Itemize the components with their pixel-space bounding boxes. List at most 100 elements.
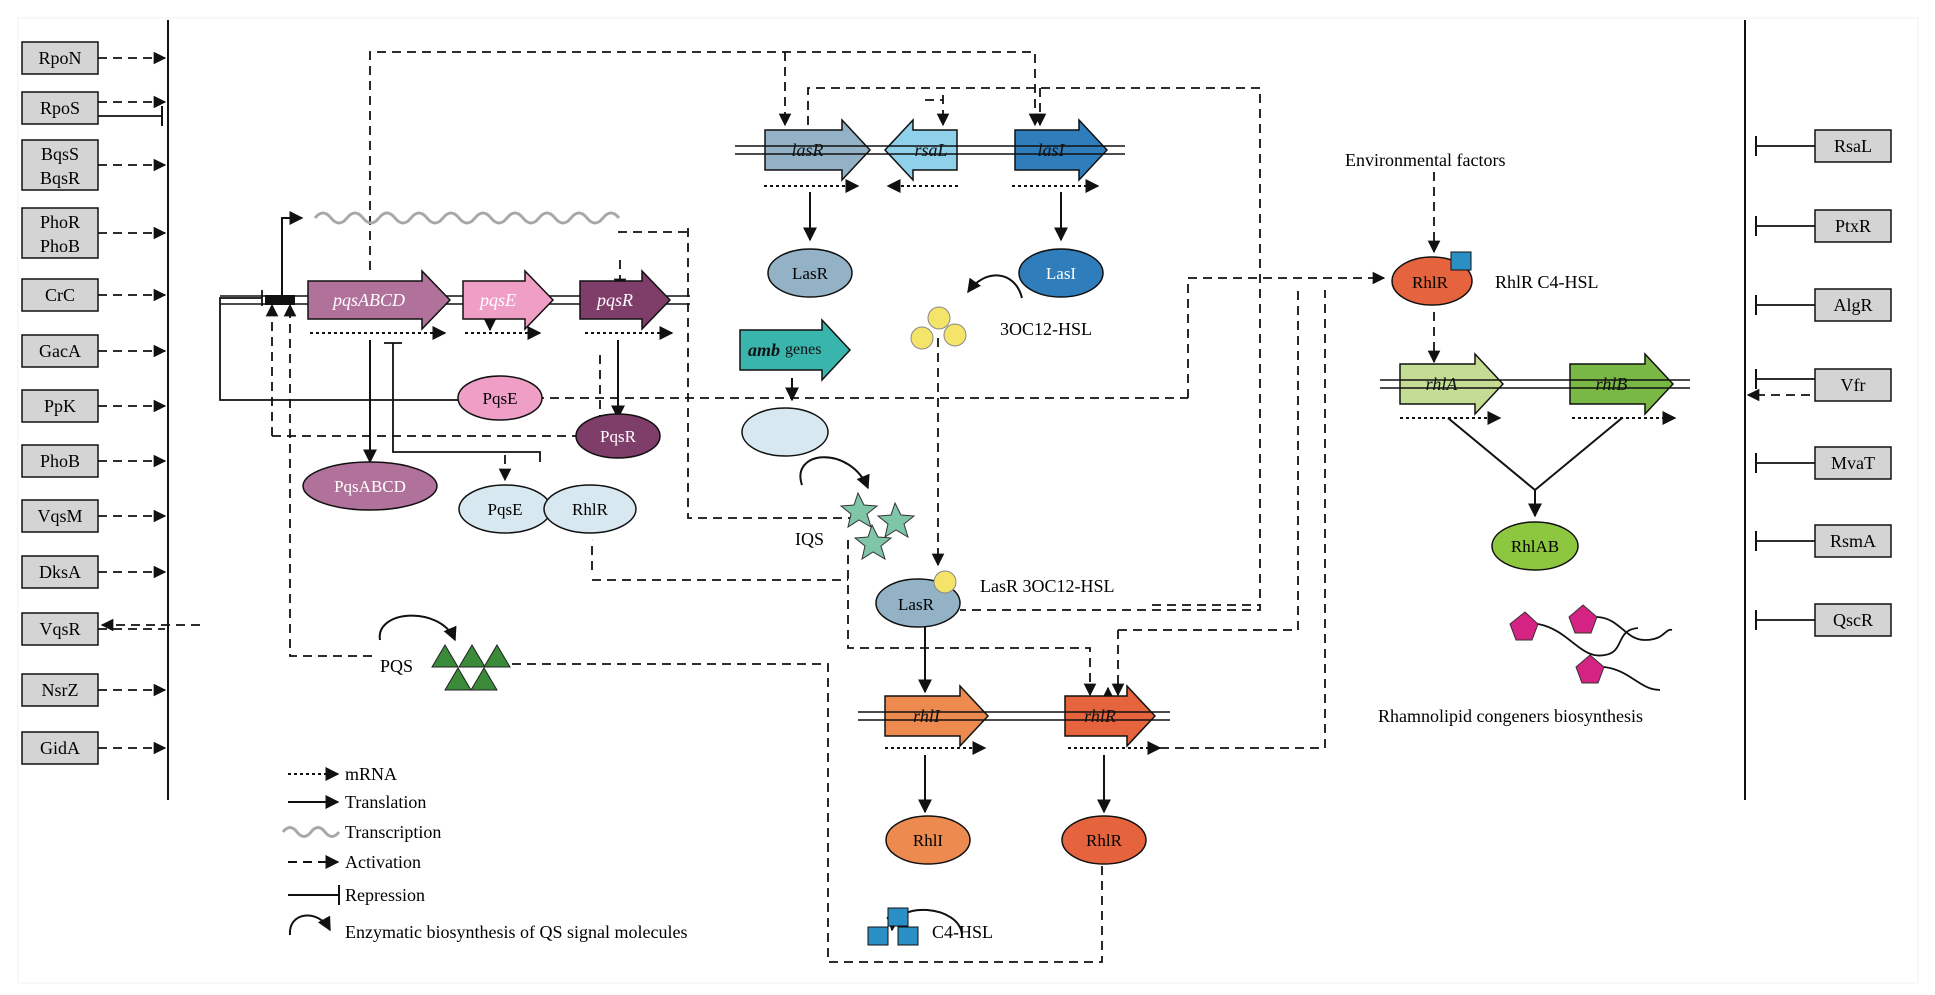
transcription-wave [313, 211, 621, 225]
pqs-triangle [444, 667, 472, 691]
legend-mrna-label: mRNA [345, 764, 397, 784]
rhlab-protein-label: RhlAB [1511, 537, 1559, 556]
enzymatic-arrow-iqs [799, 456, 870, 490]
right-regulator-label: RsmA [1830, 531, 1876, 551]
lasr-protein [767, 248, 853, 298]
gene-rhlI: rhlI [884, 684, 990, 748]
c4hsl-square [897, 926, 919, 946]
mrna-arrows [310, 179, 1677, 755]
amb-product [741, 407, 829, 457]
gene-rhlB: rhlB [1569, 352, 1675, 416]
left-regulator-label: RpoN [38, 48, 81, 68]
pqs-triangle [470, 667, 498, 691]
rhlr-complex-label: RhlR [572, 500, 609, 519]
gene-label-pqsR: pqsR [595, 290, 633, 310]
gene-pqsE: pqsE [462, 269, 555, 331]
pqs-triangle [483, 644, 511, 668]
rhlr-protein [1061, 815, 1147, 865]
rhamnolipid-pentagon [1575, 654, 1605, 684]
left-regulator-3: PhoR PhoB [21, 207, 167, 259]
iqs-star [853, 523, 893, 561]
left-regulator-label: GidA [40, 738, 80, 758]
right-regulator-1: PtxR [1755, 209, 1892, 243]
pqsabcd-protein [302, 461, 438, 511]
gene-rhlA: rhlA [1399, 352, 1505, 416]
gene-label-lasI: lasI [1038, 140, 1066, 160]
left-regulator-4: CrC [21, 278, 167, 312]
rhlab-protein [1491, 521, 1579, 571]
lasi-protein [1018, 248, 1104, 298]
legend-translation-label: Translation [345, 792, 426, 812]
gene-label-rsaL: rsaL [914, 140, 947, 160]
left-regulator-label: BqsS [41, 144, 79, 164]
iqs-label: IQS [795, 529, 824, 549]
right-regulator-6: QscR [1755, 603, 1892, 637]
right-regulator-label: AlgR [1833, 295, 1872, 315]
left-regulator-label: CrC [45, 285, 75, 305]
right-regulator-label: Vfr [1841, 375, 1866, 395]
pqsr-protein-label: PqsR [600, 427, 637, 446]
pqs-triangle [458, 644, 486, 668]
pqsabcd-protein-label: PqsABCD [334, 477, 406, 496]
pqse-protein-label: PqsE [483, 389, 518, 408]
repression-network [219, 290, 541, 462]
rhlr-complex [543, 484, 637, 534]
lasi-protein-label: LasI [1046, 264, 1077, 283]
left-regulator-label: RpoS [40, 98, 80, 118]
left-regulator-6: PpK [21, 389, 167, 423]
c4hsl-label: C4-HSL [932, 922, 993, 942]
legend-enzymatic-symbol [288, 914, 331, 936]
left-regulator-label: VqsR [39, 619, 80, 639]
left-regulator-label: PhoB [40, 236, 80, 256]
left-regulator-label: GacA [39, 341, 81, 361]
signal-molecules: 3OC12-HSL IQS PQS C4-HSL LasR 3OC12-HSL … [378, 150, 1673, 946]
pqse-protein [457, 375, 543, 421]
gene-lasI: lasI [1014, 118, 1109, 182]
gene-suffix-amb: genes [785, 341, 821, 358]
iqs-star [839, 491, 879, 529]
left-regulator-10: VqsR [21, 612, 165, 646]
left-regulator-8: VqsM [21, 499, 167, 533]
left-regulator-9: DksA [21, 555, 167, 589]
left-regulator-label: PhoB [40, 451, 80, 471]
rhlr-protein-label: RhlR [1086, 831, 1123, 850]
c4hsl-bound [1450, 251, 1472, 271]
3oc12-molecule [910, 326, 934, 350]
c4hsl-square [867, 926, 889, 946]
right-regulator-label: RsaL [1834, 136, 1872, 156]
iqs-star [876, 501, 916, 539]
right-regulator-label: MvaT [1831, 453, 1875, 473]
gene-label-rhlI: rhlI [913, 706, 941, 726]
c4hsl-square [887, 907, 909, 927]
legend-transcription-label: Transcription [345, 822, 441, 842]
left-regulator-7: PhoB [21, 444, 167, 478]
gene-pqsABCD: pqsABCD [307, 269, 452, 331]
left-regulator-11: NsrZ [21, 673, 167, 707]
rhl-operons [858, 379, 1690, 721]
3oc12-molecule [927, 306, 951, 330]
rhli-protein [885, 815, 971, 865]
rhlr-bound-label: RhlR [1412, 273, 1449, 292]
left-regulator-label: PhoR [40, 212, 80, 232]
rhamnolipid-pentagon [1509, 611, 1539, 641]
left-regulator-0: RpoN [21, 41, 167, 75]
rhli-protein-label: RhlI [913, 831, 944, 850]
right-regulator-4: MvaT [1755, 446, 1892, 480]
legend-repression-label: Repression [345, 885, 425, 905]
gene-label-pqsABCD: pqsABCD [331, 290, 405, 310]
rhamnolipid-pentagon [1568, 604, 1598, 634]
left-regulators: RpoNRpoSBqsSBqsRPhoRPhoBCrCGacAPpKPhoBVq… [21, 41, 167, 765]
left-regulator-12: GidA [21, 731, 167, 765]
rhamnolipid-label: Rhamnolipid congeners biosynthesis [1378, 706, 1643, 726]
gene-label-pqsE: pqsE [478, 290, 516, 310]
lasr-bound-label: LasR [898, 595, 935, 614]
activation-network [100, 51, 1810, 963]
lasr-protein-label: LasR [792, 264, 829, 283]
gene-rhlR: rhlR [1064, 684, 1157, 748]
left-regulator-label: PpK [44, 396, 76, 416]
pqsr-protein [575, 413, 661, 459]
right-regulator-5: RsmA [1755, 524, 1892, 558]
